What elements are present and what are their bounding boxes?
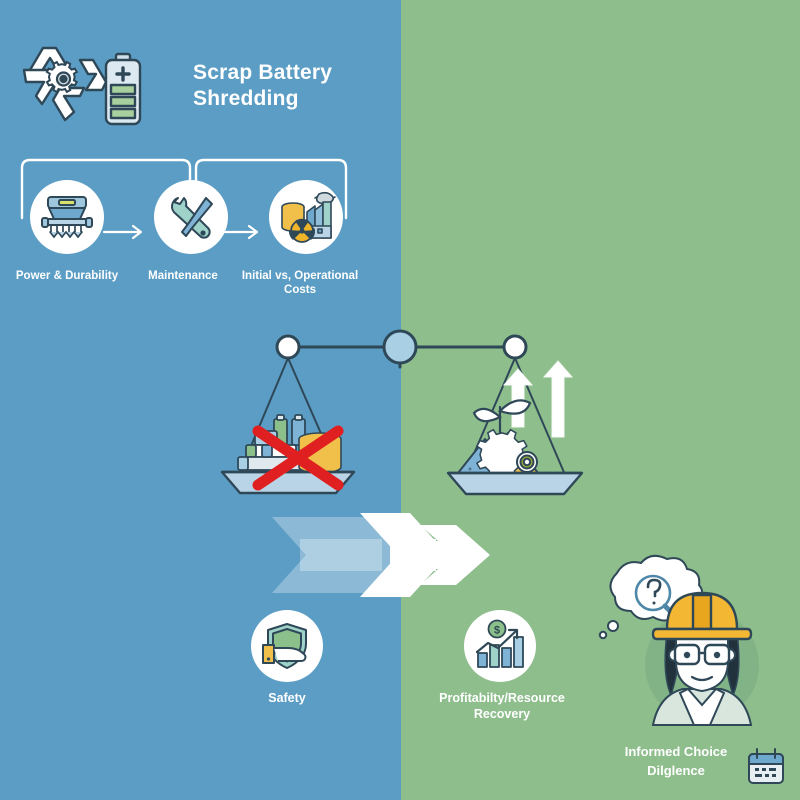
chevron-arrow-front-bar-2 bbox=[398, 541, 468, 569]
process-step-1-icon-circle[interactable] bbox=[30, 180, 104, 254]
chevron-arrow-back-2 bbox=[318, 517, 398, 593]
hardhat-icon bbox=[651, 591, 753, 641]
scale-left-pivot bbox=[275, 334, 301, 360]
red-cross-mark bbox=[252, 425, 344, 491]
gear-icon bbox=[45, 60, 79, 94]
process-connector-layer bbox=[0, 140, 400, 280]
person-label: Informed Choice Dilglence bbox=[586, 742, 766, 780]
page-title: Scrap Battery Shredding bbox=[193, 60, 393, 112]
collar bbox=[678, 687, 726, 726]
up-arrows bbox=[502, 360, 574, 438]
coins-factory-radioactive-icon bbox=[281, 191, 336, 243]
hand-shield-icon bbox=[262, 623, 307, 669]
recycle-gear-icon bbox=[22, 46, 108, 122]
growth-chart-dollar-icon: $ bbox=[475, 619, 524, 668]
process-step-1-label: Power & Durability bbox=[15, 270, 119, 282]
header-icon-group bbox=[18, 34, 168, 134]
scale-fulcrum bbox=[382, 329, 418, 365]
background-left-panel bbox=[0, 0, 401, 800]
dollar-badge: $ bbox=[487, 619, 507, 639]
title-line-2: Shredding bbox=[193, 87, 299, 110]
scale-right-pan bbox=[446, 357, 584, 496]
bracket-connector-2 bbox=[194, 158, 348, 220]
process-step-2-icon-circle[interactable] bbox=[154, 180, 228, 254]
bracket-connector-1 bbox=[20, 158, 192, 220]
radioactive-icon bbox=[288, 218, 316, 243]
chevron-arrow-back-bar bbox=[300, 539, 382, 571]
process-step-3-icon-circle[interactable] bbox=[269, 180, 343, 254]
outcome-profitability-label: Profitabilty/Resource Recovery bbox=[439, 691, 565, 721]
person-label-line-1: Informed Choice bbox=[624, 744, 728, 759]
svg-text:$: $ bbox=[494, 625, 500, 637]
face bbox=[675, 626, 729, 693]
worker-avatar-group bbox=[575, 554, 800, 755]
person-label-line-2: Dilglence bbox=[647, 763, 705, 778]
process-step-2-label: Maintenance bbox=[148, 270, 218, 282]
process-step-3-label: Initial vs, Operational Costs bbox=[241, 270, 359, 296]
scale-left-pan bbox=[220, 357, 356, 495]
calendar-icon[interactable] bbox=[744, 745, 788, 789]
balance-scale-icon bbox=[200, 325, 600, 515]
outcome-profitability-icon-circle[interactable]: $ bbox=[464, 610, 536, 682]
wrench-screwdriver-icon bbox=[171, 197, 213, 239]
outcome-safety-icon-circle[interactable] bbox=[251, 610, 323, 682]
scale-right-pivot bbox=[502, 334, 528, 360]
title-line-1: Scrap Battery bbox=[193, 61, 333, 84]
chevron-arrow-back bbox=[272, 517, 352, 593]
battery-icon bbox=[104, 52, 142, 126]
outcome-safety-label: Safety bbox=[268, 691, 306, 705]
shredder-icon bbox=[41, 196, 93, 239]
transition-arrow-group bbox=[260, 495, 560, 615]
